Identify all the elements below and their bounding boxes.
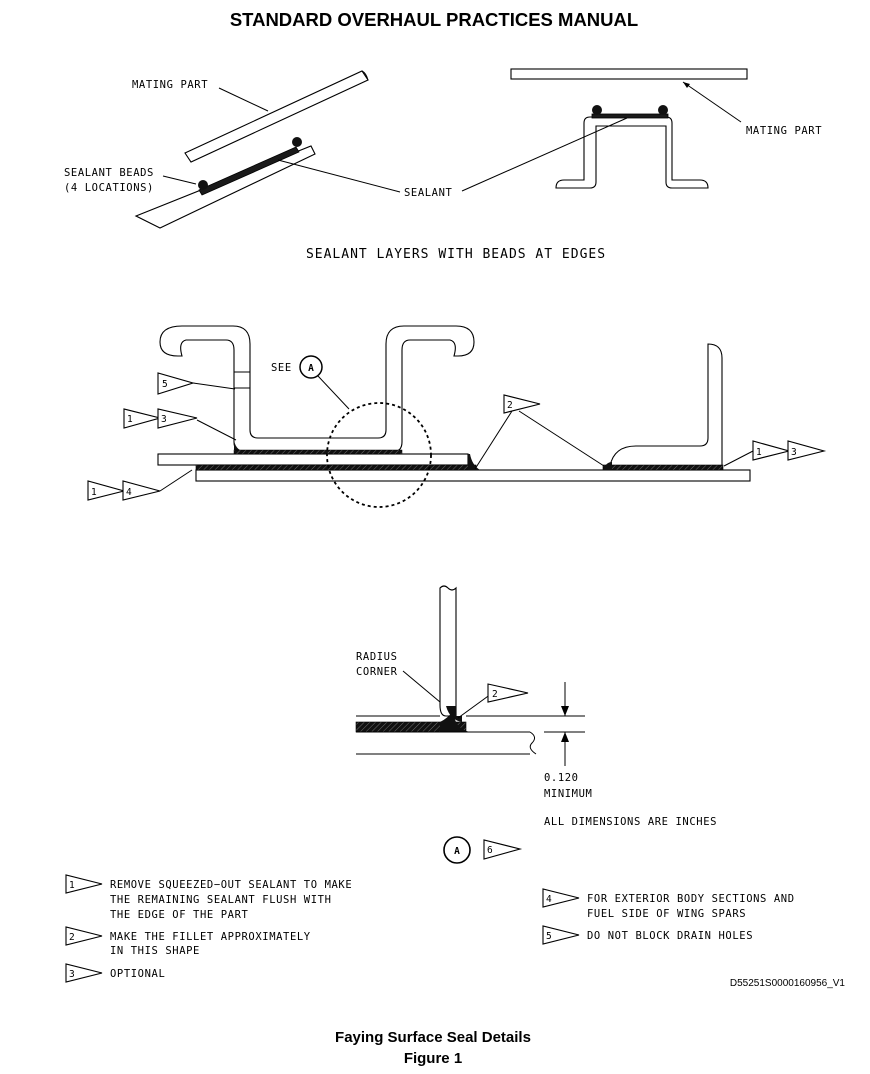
note-1-line3: THE EDGE OF THE PART [110, 909, 249, 921]
flag-1-middle-b [87, 480, 127, 501]
sealant-bead-left-1 [198, 180, 208, 190]
flag-3a-number: 3 [161, 414, 167, 425]
note-5-number: 5 [546, 931, 552, 942]
note-2-line2: IN THIS SHAPE [110, 945, 200, 957]
label-see: SEE [271, 362, 292, 374]
note-4-line1: FOR EXTERIOR BODY SECTIONS AND [587, 893, 795, 905]
note-5-line1: DO NOT BLOCK DRAIN HOLES [587, 930, 753, 942]
base-part-left [134, 145, 316, 229]
notes-section [65, 874, 580, 983]
detail-flag-6 [483, 839, 523, 860]
flag-3-middle-a [157, 408, 198, 429]
detail-a-circle [326, 402, 432, 508]
label-mating-part-left: MATING PART [132, 79, 208, 91]
detail-flag-2-number: 2 [492, 689, 498, 700]
hat-channel-part [555, 116, 709, 189]
note-3-line1: OPTIONAL [110, 968, 165, 980]
flag-1b-number: 1 [91, 487, 97, 498]
middle-upper-plate [157, 453, 469, 466]
figure-caption-title: Faying Surface Seal Details [335, 1029, 531, 1046]
sealant-bead-left-2 [292, 137, 302, 147]
flag-5-middle [157, 372, 195, 395]
subtitle-sealant-layers: SEALANT LAYERS WITH BEADS AT EDGES [306, 247, 606, 262]
note-3-number: 3 [69, 969, 75, 980]
note-flag-2 [65, 926, 103, 946]
sealant-faying-middle [195, 464, 477, 471]
drawing-reference-code: D55251S0000160956_V1 [730, 978, 846, 989]
note-flag-4 [542, 888, 580, 908]
note-2-number: 2 [69, 932, 75, 943]
label-radius: RADIUS [356, 651, 398, 663]
sealant-bead-right-2 [658, 105, 668, 115]
figure-caption-number: Figure 1 [404, 1050, 462, 1067]
flag-2-number: 2 [507, 400, 513, 411]
dimension-unit: MINIMUM [544, 788, 592, 800]
middle-lower-plate [195, 469, 751, 482]
note-2-line1: MAKE THE FILLET APPROXIMATELY [110, 931, 311, 943]
note-flag-1 [65, 874, 103, 894]
note-flag-3 [65, 963, 103, 983]
label-sealant: SEALANT [404, 187, 453, 199]
sealant-under-hat [233, 449, 403, 455]
sealant-under-angle [602, 464, 724, 471]
flag-1a-number: 1 [127, 414, 133, 425]
sealant-fillet-middle [468, 454, 480, 470]
note-4-number: 4 [546, 894, 552, 905]
flag-5-number: 5 [162, 379, 168, 390]
mating-part-left [184, 70, 369, 163]
note-4-line2: FUEL SIDE OF WING SPARS [587, 908, 746, 920]
flag-4-number: 4 [126, 487, 132, 498]
top-right-hat-assembly [461, 68, 748, 192]
flag-1c-number: 1 [756, 447, 762, 458]
flag-1-middle-c [752, 440, 792, 461]
dimension-value: 0.120 [544, 772, 579, 784]
see-detail-a-bubble [299, 355, 323, 379]
note-1-line1: REMOVE SQUEEZED−OUT SEALANT TO MAKE [110, 879, 352, 891]
flag-4-middle [122, 480, 161, 501]
detail-a-bubble [443, 836, 471, 864]
detail-sealant-fillet [440, 712, 470, 732]
sealant-bead-right-1 [592, 105, 602, 115]
middle-hat-part [159, 325, 475, 453]
detail-flag-2 [487, 683, 529, 703]
middle-assembly [87, 325, 827, 508]
flag-1-middle-a [123, 408, 163, 429]
sealant-layer-right [591, 113, 669, 119]
top-left-inclined-assembly [134, 70, 401, 229]
detail-a-view [355, 585, 585, 864]
flag-2-middle [503, 394, 541, 414]
mating-part-right [510, 68, 748, 80]
label-sealant-beads-line1: SEALANT BEADS [64, 167, 154, 179]
middle-angle-part [609, 343, 723, 467]
detail-flag-6-number: 6 [487, 845, 493, 856]
flag-3c-number: 3 [791, 447, 797, 458]
detail-vertical-leg [439, 585, 457, 717]
sealant-layer-left [198, 146, 300, 196]
note-flag-5 [542, 925, 580, 945]
flag-3-middle-c [787, 440, 827, 461]
label-corner: CORNER [356, 666, 398, 678]
detail-a-letter: A [454, 846, 460, 857]
note-1-number: 1 [69, 880, 75, 891]
label-mating-part-right: MATING PART [746, 125, 822, 137]
label-sealant-beads-line2: (4 LOCATIONS) [64, 182, 154, 194]
page-header-title: STANDARD OVERHAUL PRACTICES MANUAL [230, 9, 638, 30]
note-1-line2: THE REMAINING SEALANT FLUSH WITH [110, 894, 332, 906]
all-dimensions-note: ALL DIMENSIONS ARE INCHES [544, 816, 717, 828]
see-detail-letter: A [308, 363, 314, 374]
